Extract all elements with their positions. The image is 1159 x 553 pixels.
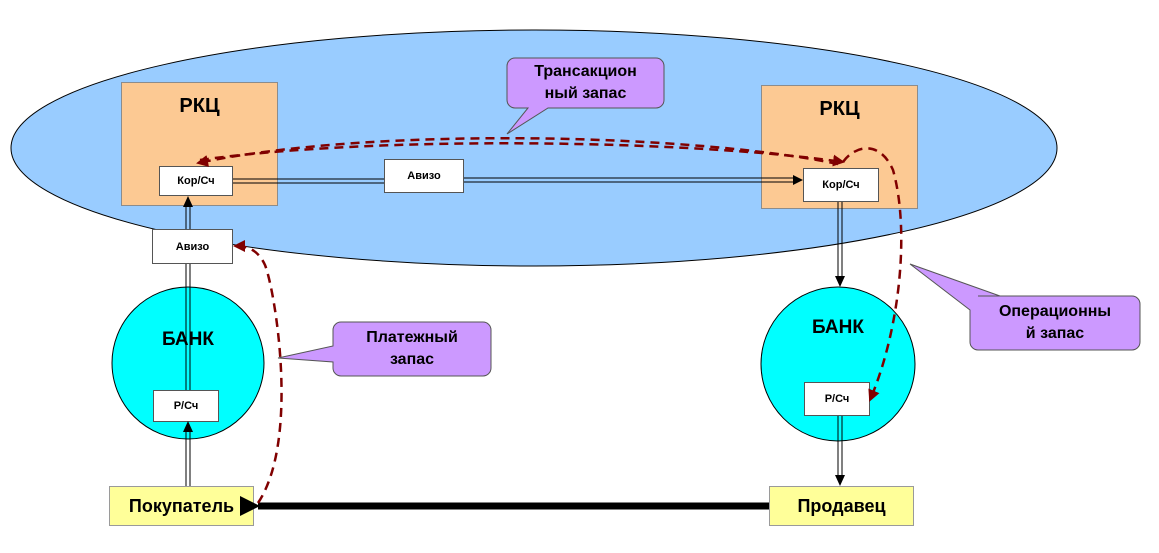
transaction-callout: Трансакцион ный запас (507, 60, 664, 106)
transaction-callout-bubble (506, 57, 665, 135)
operational-callout-line2: й запас (1025, 325, 1085, 342)
left-upward-arrows (183, 196, 193, 486)
payment-callout-line1: Платежный (366, 329, 458, 346)
right-corr-account: Кор/Сч (803, 168, 879, 202)
seller-box: Продавец (769, 486, 914, 526)
operational-callout-line1: Операционны (998, 303, 1112, 320)
left-bank-circle (111, 286, 265, 440)
right-downward-arrows (835, 202, 845, 486)
payment-callout: Платежный запас (333, 324, 491, 374)
left-rkc-title: РКЦ (179, 95, 220, 117)
right-settlement-account: Р/Сч (804, 382, 870, 416)
payment-callout-bubble (277, 321, 492, 377)
transaction-reserve-dashed-arrow-2 (199, 142, 845, 167)
operational-callout: Операционны й запас (970, 298, 1140, 348)
payment-callout-line2: запас (389, 351, 435, 368)
avizo-between-rkc: Авизо (384, 159, 464, 193)
transaction-reserve-dashed-arrow (196, 136, 839, 167)
left-bank-title: БАНК (162, 329, 214, 350)
payment-reserve-dashed-arrow (233, 240, 283, 504)
right-bank: БАНК (761, 287, 915, 441)
left-settlement-account: Р/Сч (153, 390, 219, 422)
avizo-left: Авизо (152, 229, 233, 264)
operational-reserve-dashed-arrow (841, 147, 903, 402)
operational-callout-bubble (909, 263, 1141, 351)
transaction-callout-line2: ный запас (544, 85, 627, 102)
left-bank: БАНК (112, 287, 264, 439)
right-bank-title: БАНК (812, 317, 864, 338)
right-rkc-title: РКЦ (819, 98, 860, 120)
transaction-callout-line1: Трансакцион (534, 63, 637, 80)
buyer-box: Покупатель (109, 486, 254, 526)
left-corr-account: Кор/Сч (159, 166, 233, 196)
corr-to-corr-arrow (233, 175, 803, 185)
